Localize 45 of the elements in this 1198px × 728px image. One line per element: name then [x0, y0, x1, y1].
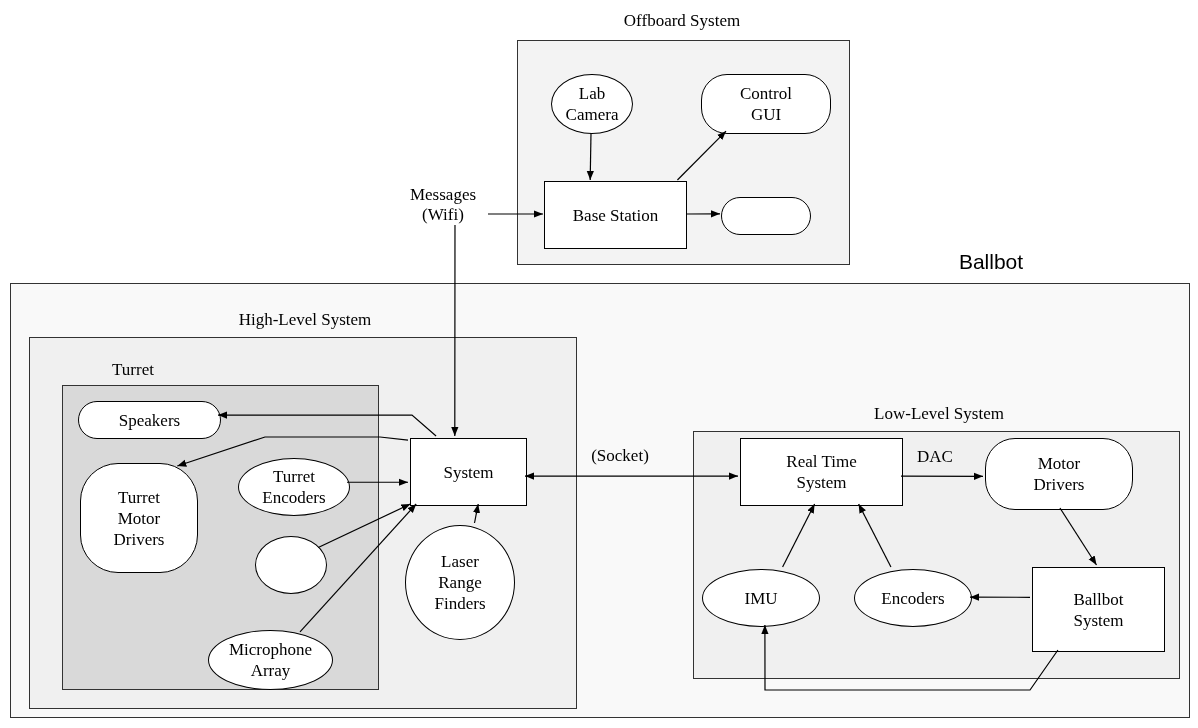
rounded-node	[701, 74, 831, 134]
arrow	[524, 472, 739, 480]
node-label: Lab Camera	[564, 83, 620, 125]
node-label: Speakers	[117, 409, 182, 431]
node-label: Motor Drivers	[1032, 453, 1086, 495]
panel-heading: High-Level System	[237, 309, 373, 331]
arrow	[317, 503, 411, 549]
node-label: Encoders	[880, 587, 946, 609]
process-box	[410, 438, 527, 506]
panel-heading: Turret	[111, 359, 155, 381]
ellipse-node	[255, 536, 327, 594]
process-box	[544, 181, 687, 249]
rounded-node	[721, 197, 811, 235]
rounded-node	[80, 463, 198, 573]
node-label: Ballbot System	[1072, 588, 1125, 631]
panel-heading: Ballbot	[957, 250, 1025, 274]
rounded-node	[78, 401, 221, 439]
arrow	[217, 411, 437, 437]
node-label: Base Station	[571, 204, 660, 226]
node-label: Control GUI	[739, 83, 793, 125]
process-box	[1032, 567, 1165, 652]
panel-heading: Offboard System	[622, 10, 742, 32]
arrow	[782, 503, 816, 568]
arrow	[1059, 507, 1098, 566]
node-label: Real Time System	[785, 451, 858, 493]
node-label: Turret Encoders	[261, 466, 327, 508]
arrow	[969, 593, 1031, 601]
arrow	[586, 132, 594, 181]
panel-heading: Low-Level System	[873, 403, 1005, 425]
arrow	[761, 624, 1059, 691]
arrow	[176, 436, 409, 467]
arrow	[299, 503, 417, 633]
node-label: Laser Range Finders	[433, 551, 487, 614]
process-box	[740, 438, 903, 506]
arrow	[900, 472, 984, 480]
arrow	[346, 478, 409, 486]
arrow	[472, 503, 480, 524]
arrow	[685, 210, 721, 218]
rounded-node	[985, 438, 1133, 510]
node-label: IMU	[743, 587, 779, 609]
arrow	[858, 503, 892, 568]
arrow	[676, 130, 727, 181]
node-label: System	[442, 461, 495, 483]
node-label: Turret Motor Drivers	[112, 486, 166, 550]
node-label: Microphone Array	[227, 639, 314, 681]
